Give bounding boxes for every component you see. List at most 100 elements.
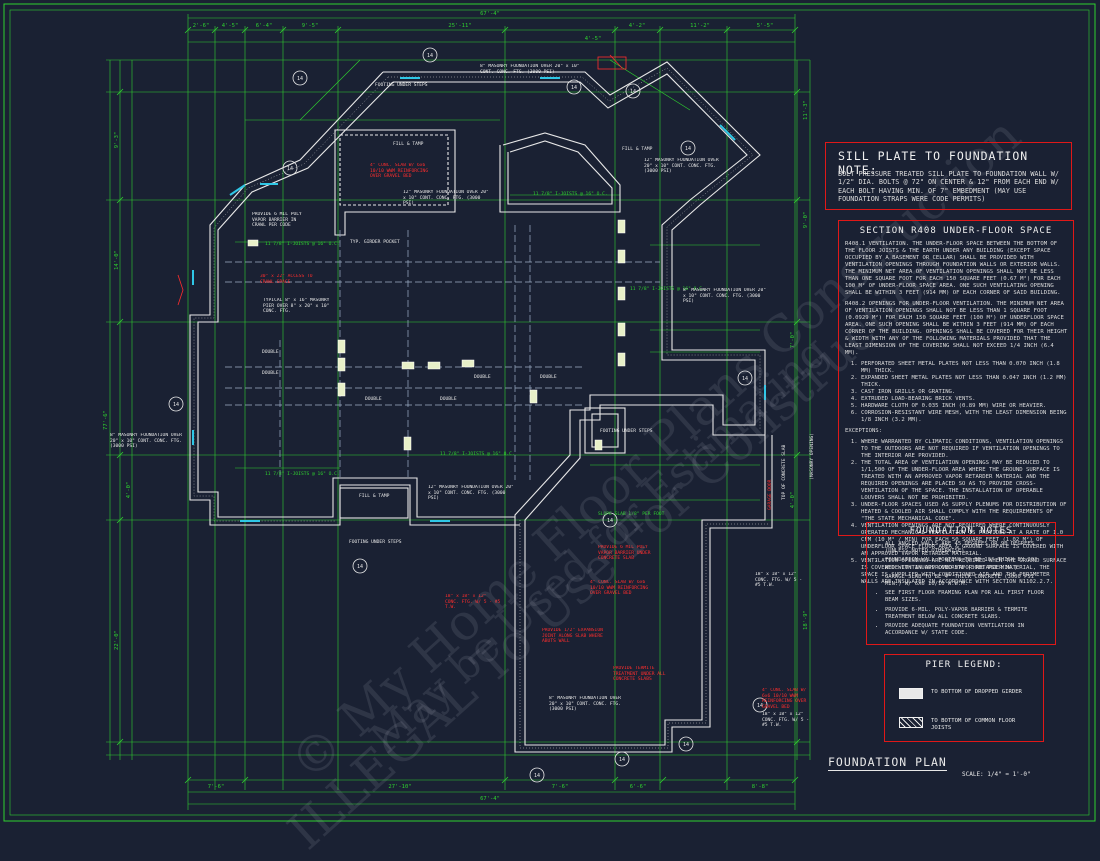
drawing-sheet: 14 14 14 14 14 14 14 14 14 14 14 14 14 1…: [0, 0, 1100, 825]
pier-markers: [247, 219, 626, 451]
list-item: SEE FIRST FLOOR FRAMING PLAN FOR ALL FIR…: [885, 590, 1051, 604]
slope-slab-label: SLOPE SLAB 1/8" PER FOOT: [598, 511, 665, 517]
dim-label: 18'-9": [803, 610, 809, 630]
joist-labels: 11 7/8" I-JOISTS @ 16" O.C. 11 7/8" I-JO…: [265, 191, 705, 477]
dim-label: 7'-6": [552, 784, 569, 790]
foundation-notes: FOUNDATION NOTES ALL ANGLED WALLS ARE 45…: [866, 522, 1056, 645]
section-label: 14: [685, 146, 691, 152]
vent-openings: [192, 77, 766, 522]
hatched-pier-symbol-icon: [899, 717, 923, 728]
section-label: 14: [173, 402, 179, 408]
dimension-text-left: 77'-6" 22'-0" 14'-0" 9'-3" 4'-0": [103, 132, 132, 650]
beam-double-label: DOUBLE: [262, 349, 279, 355]
dim-label: 9'-0": [803, 212, 809, 229]
dim-overall-top: 67'-4": [480, 11, 500, 17]
dim-label: 4'-5": [585, 36, 602, 42]
list-item: HARDWARE CLOTH OF 0.035 INCH (0.89 MM) W…: [861, 403, 1069, 410]
section-r408-note: SECTION R408 UNDER-FLOOR SPACE R408.1 VE…: [838, 220, 1074, 585]
dim-label: 5'-5": [757, 23, 774, 29]
footing-steps-label: FOOTING UNDER STEPS: [375, 82, 428, 88]
plan-title: FOUNDATION PLAN: [828, 755, 947, 771]
r408-para-1: R408.1 VENTILATION. THE UNDER-FLOOR SPAC…: [845, 241, 1061, 296]
foundation-plan-drawing: 14 14 14 14 14 14 14 14 14 14 14 14 14 1…: [3, 3, 1096, 822]
list-item: CAST IRON GRILLS OR GRATING.: [861, 389, 1069, 396]
foundation-walls: [189, 61, 773, 753]
dim-label: 4'-2": [629, 23, 646, 29]
green-ftg-note-2: 18" x 18" x 12" CONC. FTG. W/ 5 - #5 T.W…: [762, 712, 809, 728]
section-label: 14: [534, 773, 540, 779]
section-marker-labels: 14 14 14 14 14 14 14 14 14 14 14 14 14 1…: [173, 53, 763, 779]
dim-label: 14'-0": [114, 250, 120, 270]
list-item: ALL ANGLED WALLS ARE 45 DEGREES OR 90 DE…: [885, 541, 1051, 555]
masonry-note-12c: 12" MASONRY FOUNDATION OVER 20" x 10" CO…: [428, 485, 514, 501]
fill-tamp-label: FILL & TAMP: [359, 493, 390, 499]
green-footing-notes: 18" x 18" x 12" CONC. FTG. W/ 5 - #5 T.W…: [755, 572, 809, 728]
red-poly-note: PROVIDE 6 MIL POLY VAPOR BARRIER UNDER C…: [598, 545, 651, 561]
dim-label: 8'-8": [752, 784, 769, 790]
list-item: VENTILATION OPENINGS ARE NOT REQUIRED WH…: [861, 558, 1069, 586]
red-ftg-note-2: 4" CONC. SLAB W/ 6x6 10/10 WWM REINFORCI…: [762, 688, 806, 710]
beam-double-label: DOUBLE: [262, 370, 279, 376]
dim-overall-bottom: 67'-4": [480, 796, 500, 802]
dim-label: 11'-3": [803, 100, 809, 120]
joist-label: 11 7/8" I-JOISTS @ 16" O.C.: [533, 191, 608, 197]
section-label: 14: [742, 376, 748, 382]
masonry-note-12a: 12" MASONRY FOUNDATION OVER 20" x 10" CO…: [403, 190, 489, 206]
foundation-notes-body: ALL ANGLED WALLS ARE 45 DEGREES OR 90 DE…: [875, 541, 1051, 639]
beam-double-label: DOUBLE: [440, 396, 457, 402]
dim-label: 4'-0": [790, 492, 796, 509]
section-label: 14: [607, 518, 613, 524]
joist-label: 11 7/8" I-JOISTS @ 16" O.C.: [265, 471, 340, 477]
list-item: WHERE WARRANTED BY CLIMATIC CONDITIONS, …: [861, 439, 1069, 460]
foundation-notes-list: ALL ANGLED WALLS ARE 45 DEGREES OR 90 DE…: [875, 541, 1051, 637]
hatched-pier-label: TO BOTTOM OF COMMON FLOOR JOISTS: [931, 718, 1016, 731]
masonry-note-top: 8" MASONRY FOUNDATION OVER 20" x 10" CON…: [480, 64, 580, 75]
dimension-text-right: 11'-3" 9'-0" 7'-0" 18'-9" 4'-0": [790, 100, 809, 630]
dimension-lines: [106, 14, 811, 810]
dim-label: 7'-6": [208, 784, 225, 790]
masonry-notes: 8" MASONRY FOUNDATION OVER 20" x 10" CON…: [110, 64, 766, 712]
section-label: 14: [683, 742, 689, 748]
r408-title: SECTION R408 UNDER-FLOOR SPACE: [859, 226, 1053, 236]
red-slab-note-1: 4" CONC. SLAB W/ 6x6 10/10 WWM REINFORCI…: [370, 163, 428, 179]
section-label: 14: [357, 564, 363, 570]
dim-label: 2'-6": [193, 23, 210, 29]
solid-pier-label: TO BOTTOM OF DROPPED GIRDER: [931, 689, 1022, 695]
section-label: 14: [619, 757, 625, 763]
masonry-opening-label: (MASONRY OPENING): [809, 433, 815, 480]
foundation-notes-title: FOUNDATION NOTES: [909, 526, 1013, 536]
dim-label: 9'-3": [114, 132, 120, 149]
list-item: UNDER-FLOOR SPACES USED AS SUPPLY PLENUM…: [861, 502, 1069, 523]
list-item: EXPANDED SHEET METAL PLATES NOT LESS THA…: [861, 375, 1069, 389]
section-label: 14: [297, 76, 303, 82]
list-item: GARAGE SLAB TO BE 4" THICK CONCRETE (300…: [885, 574, 1051, 588]
red-access-note: 30" x 22" ACCESS TO CRAWL SPACE: [260, 274, 313, 285]
dimension-text-top: 67'-4" 2'-6" 4'-5" 6'-4" 9'-5" 25'-11" 4…: [193, 11, 774, 42]
dim-label: 7'-0": [790, 332, 796, 349]
beam-lines: [225, 225, 660, 480]
list-item: VENTILATION OPENINGS ARE NOT REQUIRED WH…: [861, 523, 1069, 558]
list-item: PROVIDE 6-MIL. POLY-VAPOR BARRIER & TERM…: [885, 607, 1051, 621]
dim-label: 22'-0": [114, 630, 120, 650]
concrete-hatch: [193, 67, 768, 749]
top-of-slab-label: TOP OF CONCRETE SLAB: [781, 444, 787, 500]
joist-label: 11 7/8" I-JOISTS @ 16" O.C.: [630, 286, 705, 292]
list-item: PERFORATED SHEET METAL PLATES NOT LESS T…: [861, 361, 1069, 375]
beam-double-label: DOUBLE: [540, 374, 557, 380]
dim-label: 9'-5": [302, 23, 319, 29]
sill-note-title: SILL PLATE TO FOUNDATION NOTE:: [838, 149, 1029, 177]
list-item: EXTRUDED LOAD-BEARING BRICK VENTS.: [861, 396, 1069, 403]
plan-annotations: FOOTING UNDER STEPS FILL & TAMP FILL & T…: [262, 82, 815, 545]
dim-label: 4'-5": [222, 23, 239, 29]
r408-para-2: R408.2 OPENINGS FOR UNDER-FLOOR VENTILAT…: [845, 301, 1068, 356]
red-markups: [177, 54, 627, 306]
section-label: 14: [427, 53, 433, 59]
garage-door-label: GARAGE DOOR: [767, 479, 773, 510]
dim-label: 6'-6": [630, 784, 647, 790]
joist-label: 11 7/8" I-JOISTS @ 16" O.C.: [440, 451, 515, 457]
footing-steps-label: FOOTING UNDER STEPS: [600, 428, 653, 434]
pier-legend-title: PIER LEGEND:: [925, 660, 1003, 670]
fill-tamp-label: FILL & TAMP: [622, 146, 653, 152]
section-label: 14: [571, 85, 577, 91]
masonry-note-12b: 12" MASONRY FOUNDATION OVER 20" x 10" CO…: [644, 158, 719, 174]
